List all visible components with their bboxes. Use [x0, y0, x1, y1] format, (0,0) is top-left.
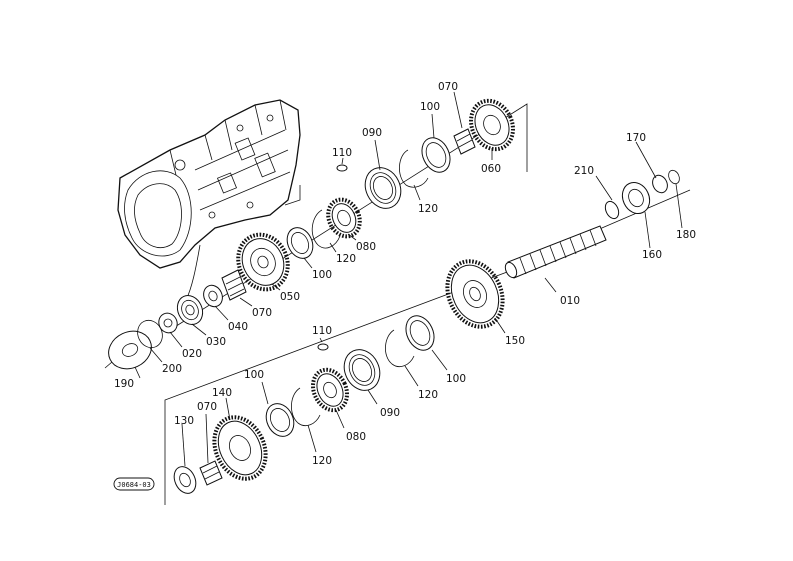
- part-030-bearing: [176, 294, 204, 326]
- label-070-top: 070: [438, 81, 458, 93]
- label-050: 050: [280, 291, 300, 303]
- label-080-upper: 080: [356, 241, 376, 253]
- part-010-shaft: [504, 225, 607, 279]
- label-120-upper-left: 120: [336, 253, 356, 265]
- transmission-housing: [117, 99, 301, 301]
- label-080-lower: 080: [346, 431, 366, 443]
- label-190: 190: [114, 378, 134, 390]
- part-130-collar: [173, 466, 197, 494]
- label-210: 210: [574, 165, 594, 177]
- part-110-key-lower: [317, 343, 329, 351]
- part-170-washer: [652, 174, 668, 194]
- label-040: 040: [228, 321, 248, 333]
- part-140-gear: [212, 415, 268, 481]
- label-110-lower: 110: [312, 325, 332, 337]
- label-140: 140: [212, 387, 232, 399]
- part-120-snap-ring-upper-right: [399, 149, 429, 188]
- part-100-ring-lower-right: [405, 315, 435, 351]
- stamp-code: J0684-03: [117, 481, 151, 489]
- part-110-key-upper: [336, 164, 348, 172]
- part-120-snap-ring-upper-left: [311, 209, 341, 249]
- label-070-lower: 070: [197, 401, 217, 413]
- label-030: 030: [206, 336, 226, 348]
- part-160-bearing: [621, 181, 651, 215]
- label-120-lower-left: 120: [312, 455, 332, 467]
- label-020: 020: [182, 348, 202, 360]
- part-190-washer: [104, 330, 152, 370]
- reference-stamp: J0684-03: [113, 477, 155, 491]
- label-100-lower-right: 100: [446, 373, 466, 385]
- part-040-collar: [203, 284, 223, 308]
- part-090-sleeve-upper: [364, 167, 402, 209]
- label-180: 180: [676, 229, 696, 241]
- label-070-upper: 070: [252, 307, 272, 319]
- label-110-upper: 110: [332, 147, 352, 159]
- label-120-upper-right: 120: [418, 203, 438, 215]
- label-200: 200: [162, 363, 182, 375]
- part-100-ring-lower-left: [265, 403, 295, 437]
- part-080-synchro-hub-lower: [310, 367, 350, 413]
- label-170: 170: [626, 132, 646, 144]
- lower-group-bracket: [164, 255, 551, 505]
- label-100-upper-right: 100: [420, 101, 440, 113]
- part-100-ring-upper-left: [286, 227, 314, 259]
- label-060: 060: [481, 163, 501, 175]
- label-160: 160: [642, 249, 662, 261]
- part-150-gear: [445, 259, 505, 329]
- label-090-upper: 090: [362, 127, 382, 139]
- upper-group-bracket: [169, 103, 528, 331]
- part-050-gear: [236, 232, 290, 292]
- label-100-lower-left: 100: [244, 369, 264, 381]
- part-060-gear: [469, 98, 515, 152]
- label-130: 130: [174, 415, 194, 427]
- leader-lines: [134, 91, 683, 467]
- part-070-needle-bearing-lower: [199, 460, 223, 486]
- part-090-sleeve-lower: [343, 349, 381, 391]
- part-120-snap-ring-lower-right: [385, 329, 415, 367]
- part-120-snap-ring-lower-left: [291, 387, 321, 426]
- label-010: 010: [560, 295, 580, 307]
- part-210-ring: [604, 200, 620, 220]
- part-180-snap-ring: [668, 169, 680, 185]
- part-080-synchro-hub-upper: [326, 197, 362, 239]
- label-150: 150: [505, 335, 525, 347]
- label-100-upper-left: 100: [312, 269, 332, 281]
- label-120-lower-right: 120: [418, 389, 438, 401]
- part-100-ring-upper-right: [421, 137, 451, 173]
- label-090-lower: 090: [380, 407, 400, 419]
- part-070-needle-bearing-upper: [221, 269, 247, 301]
- part-070-needle-bearing-top: [453, 128, 476, 155]
- part-020-nut: [158, 312, 178, 334]
